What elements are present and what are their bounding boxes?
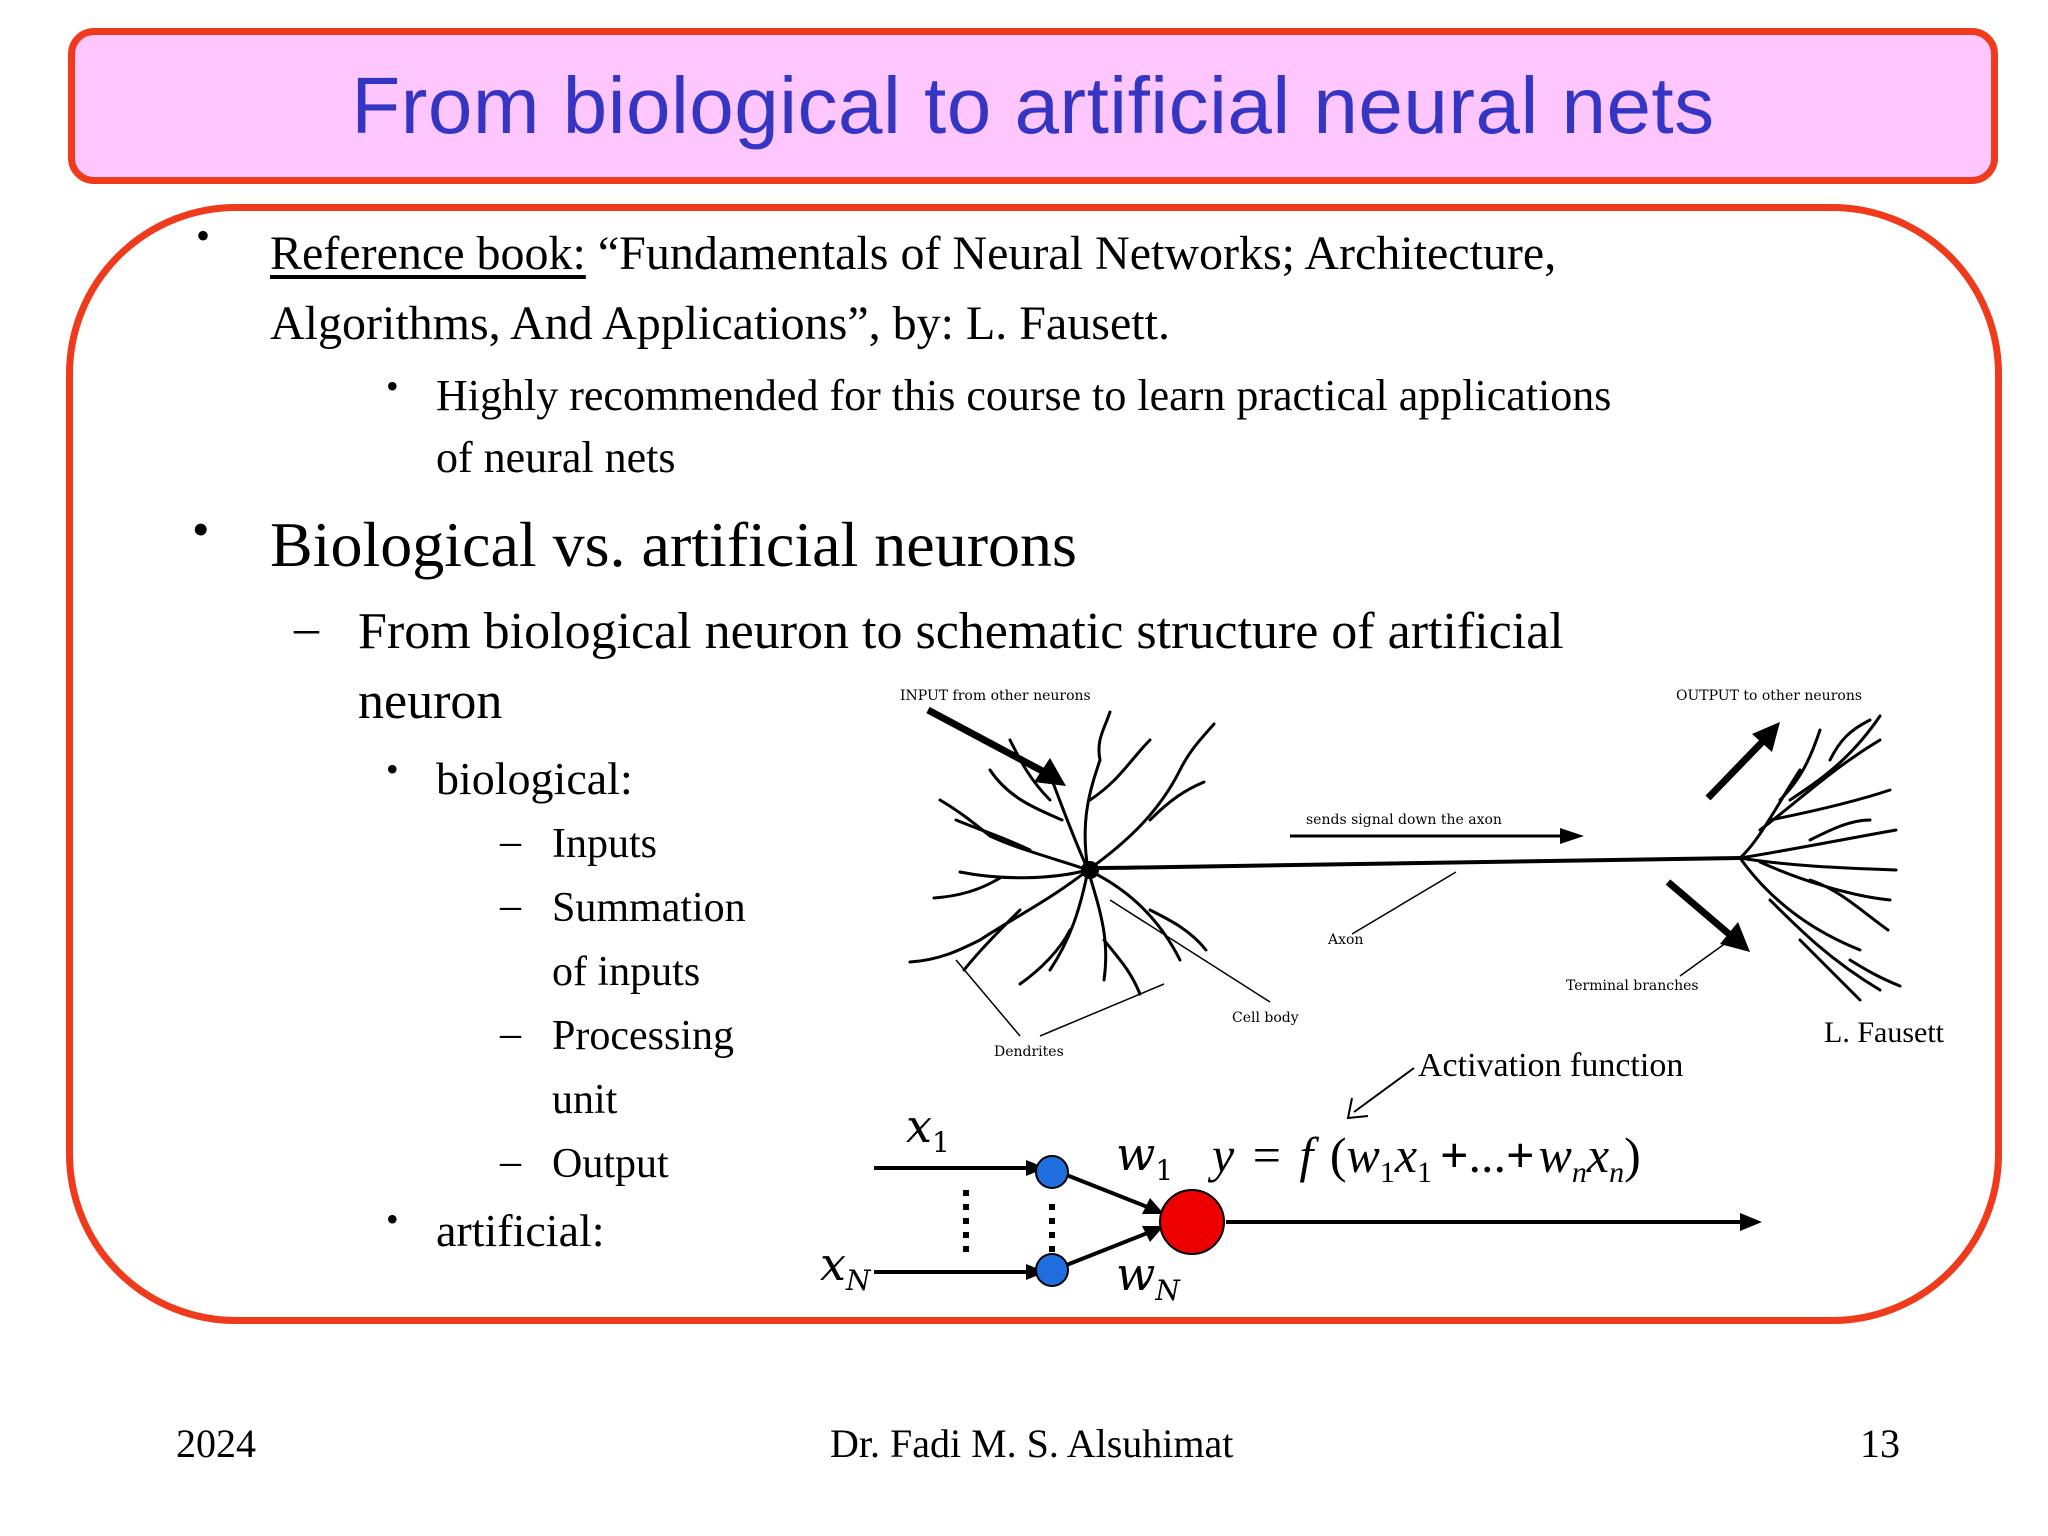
bullet-dot: • xyxy=(192,501,210,557)
dash-marker: – xyxy=(500,883,521,929)
dash-marker: – xyxy=(500,1139,521,1185)
section-sub-line-2: neuron xyxy=(358,673,503,730)
bullet-dot: • xyxy=(386,366,399,406)
footer-year: 2024 xyxy=(176,1421,256,1466)
artificial-label: artificial: xyxy=(436,1205,605,1256)
section-heading: Biological vs. artificial neurons xyxy=(270,509,1077,580)
bullet-dot: • xyxy=(196,213,211,258)
bullet-dot: • xyxy=(386,1199,399,1239)
reference-line-1: Reference book: “Fundamentals of Neural … xyxy=(270,226,1556,281)
bullet-dot: • xyxy=(386,749,399,789)
bio-item-output: Output xyxy=(552,1141,669,1187)
section-sub-line-1: From biological neuron to schematic stru… xyxy=(358,603,1564,660)
bio-item-summation-cont: of inputs xyxy=(552,949,701,995)
content-frame xyxy=(66,204,2002,1324)
dash-marker: – xyxy=(500,1011,521,1057)
bio-item-processing-cont: unit xyxy=(552,1077,618,1123)
bio-item-processing: Processing xyxy=(552,1013,734,1059)
dash-marker: – xyxy=(500,819,521,865)
bio-item-summation: Summation xyxy=(552,885,746,931)
footer-author: Dr. Fadi M. S. Alsuhimat xyxy=(830,1421,1234,1466)
reference-note-line-1: Highly recommended for this course to le… xyxy=(436,371,1612,420)
reference-label: Reference book: xyxy=(270,227,586,280)
biological-label: biological: xyxy=(436,753,633,804)
reference-note-line-2: of neural nets xyxy=(436,433,676,482)
dash-marker: – xyxy=(294,599,319,655)
bio-item-inputs: Inputs xyxy=(552,821,657,867)
reference-text: “Fundamentals of Neural Networks; Archit… xyxy=(597,227,1557,280)
footer-page-number: 13 xyxy=(1860,1421,1900,1466)
reference-line-2: Algorithms, And Applications”, by: L. Fa… xyxy=(270,297,1170,350)
slide-title: From biological to artificial neural net… xyxy=(351,61,1715,150)
title-banner: From biological to artificial neural net… xyxy=(68,28,1998,184)
